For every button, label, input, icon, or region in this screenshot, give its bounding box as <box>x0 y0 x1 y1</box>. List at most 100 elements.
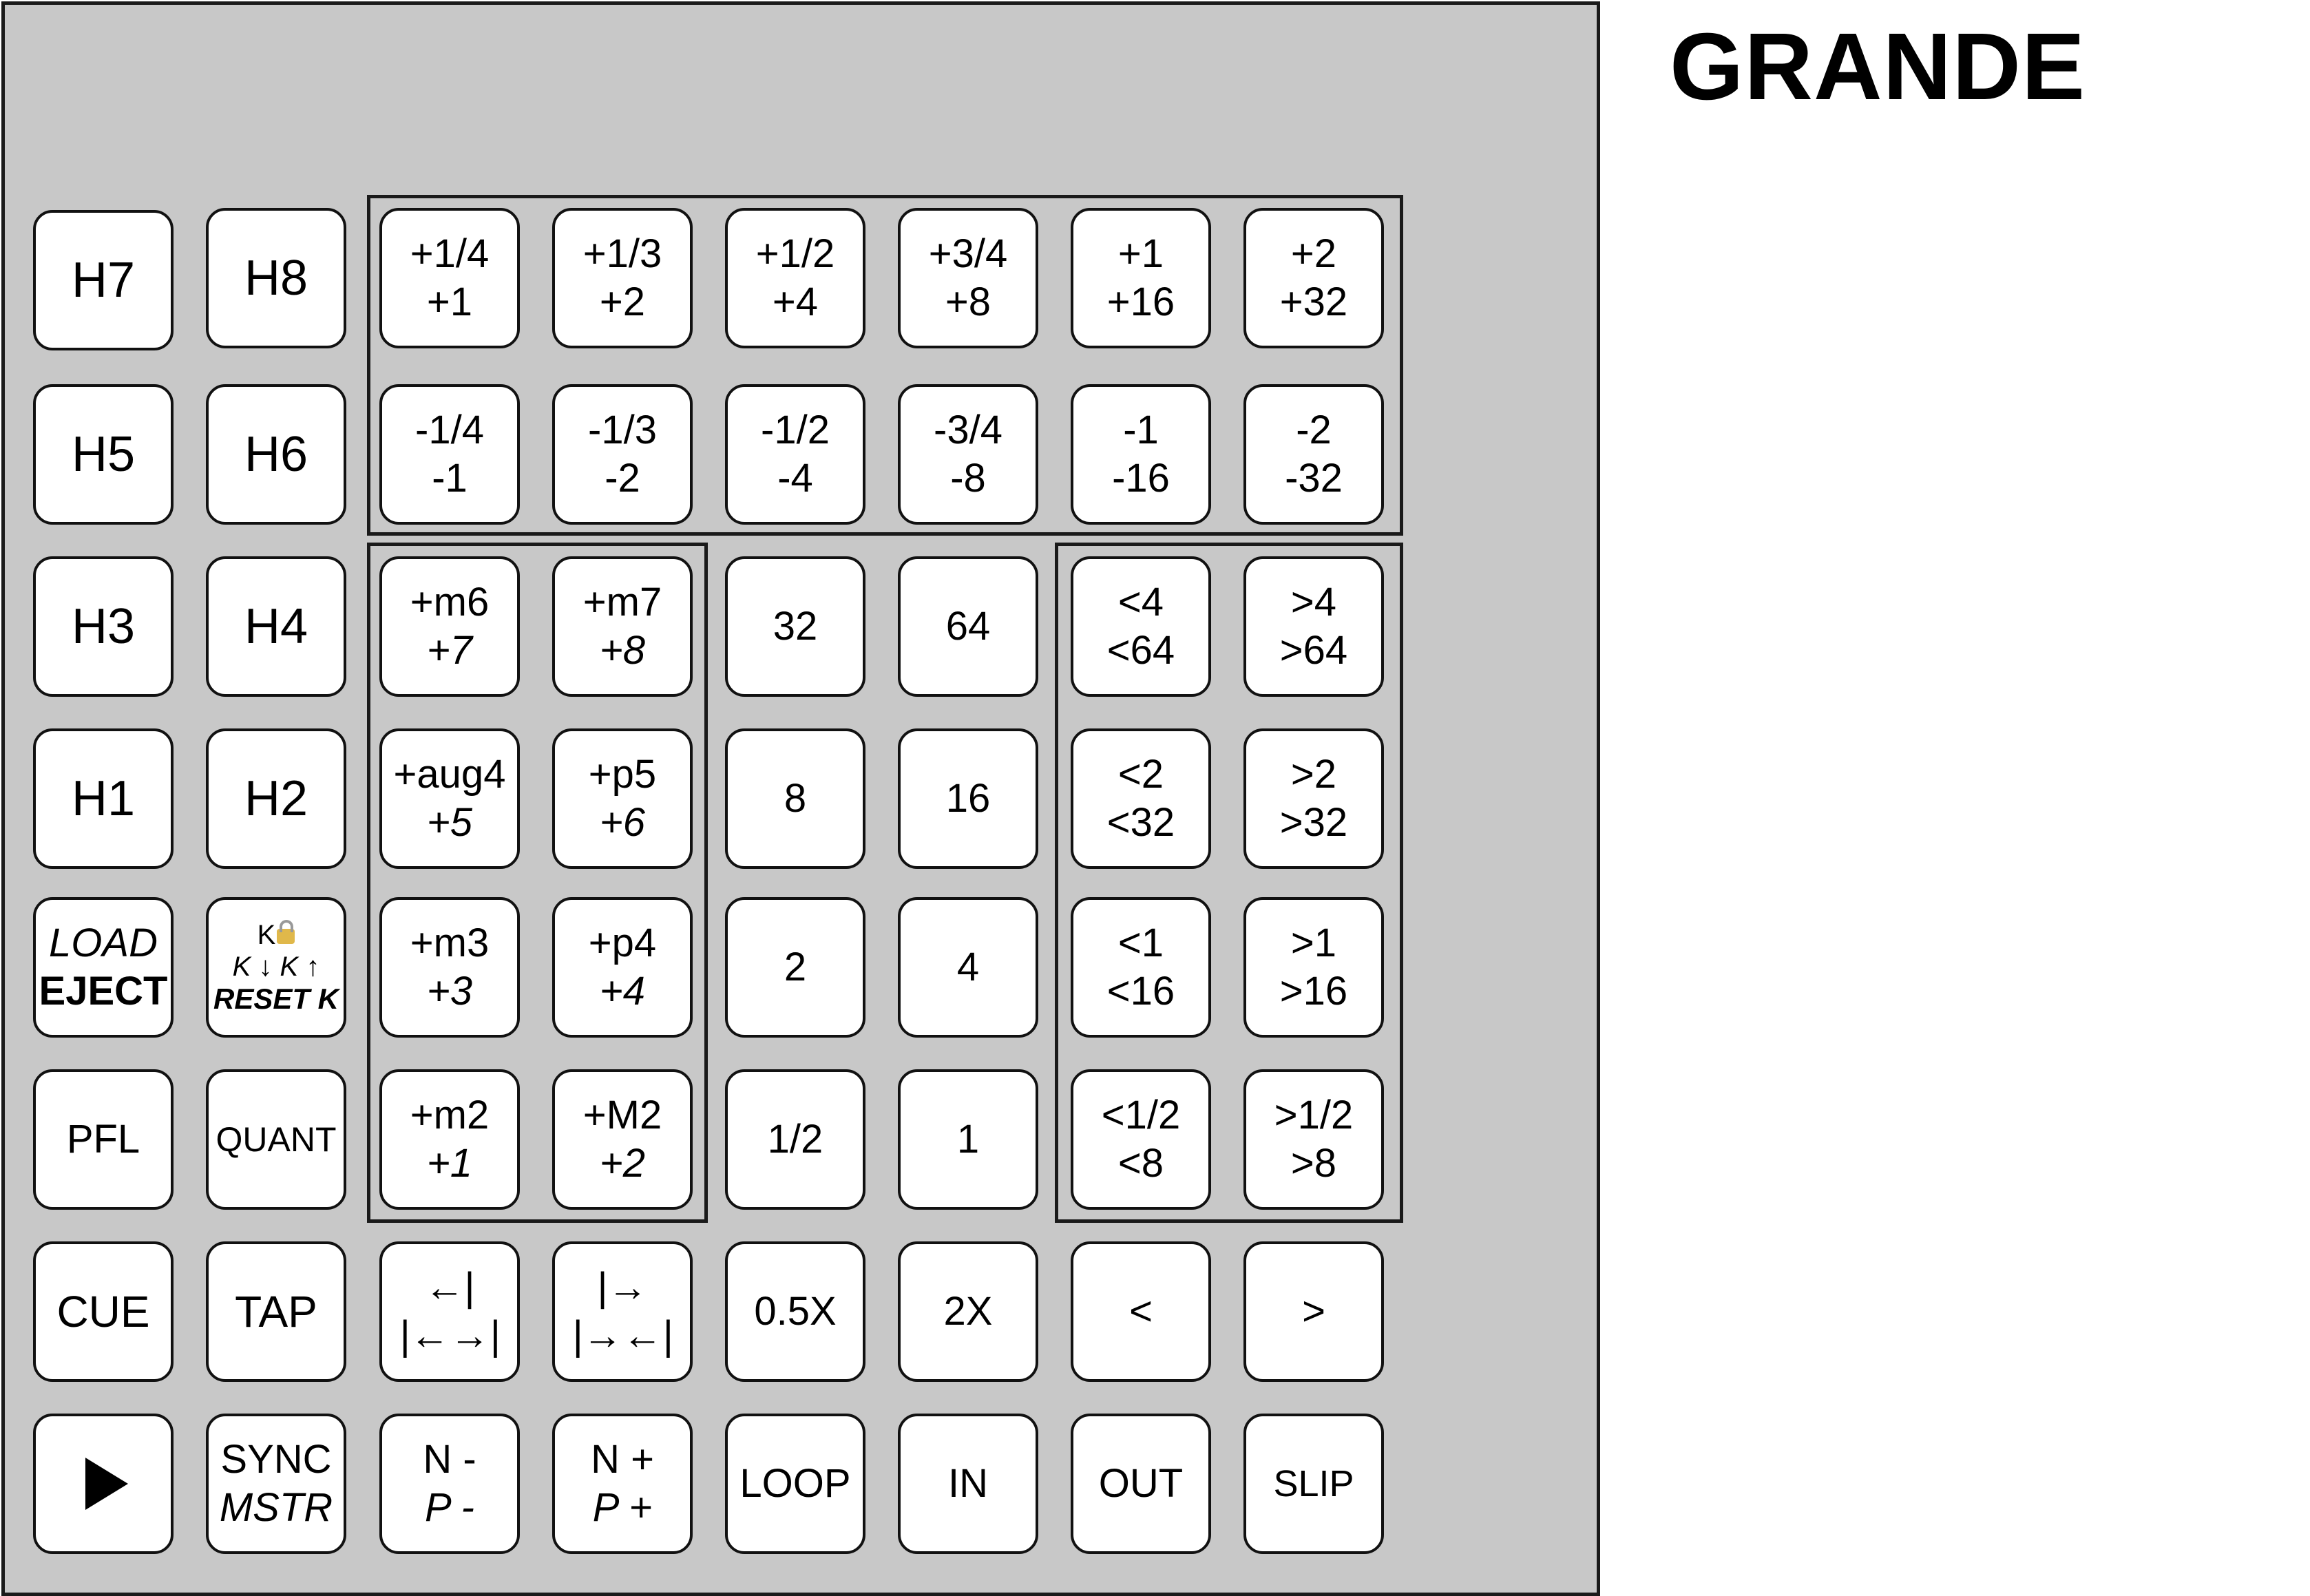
pitch-up-button[interactable]: +3/4+8 <box>898 208 1038 348</box>
play-button[interactable] <box>33 1414 174 1554</box>
beatjump-size-button-bottom-label: <32 <box>1106 800 1175 845</box>
loop-size-button[interactable]: 1 <box>898 1069 1038 1210</box>
beatjump-size-button[interactable]: >1>16 <box>1243 897 1384 1038</box>
pitch-up-button-top-label: +1/3 <box>582 231 662 276</box>
loop-move-forward-label: |→←| <box>571 1313 673 1358</box>
nudge-right-button[interactable]: > <box>1243 1241 1384 1382</box>
key-button[interactable]: K K ↓ K ↑ RESET K <box>206 897 346 1038</box>
beatjump-size-button-top-label: >1 <box>1290 921 1337 965</box>
pitch-down-button[interactable]: -1/4-1 <box>379 384 520 525</box>
loop-button[interactable]: LOOP <box>725 1414 865 1554</box>
pitch-up-button[interactable]: +1/2+4 <box>725 208 865 348</box>
pfl-label: PFL <box>66 1117 140 1162</box>
double-speed-button[interactable]: 2X <box>898 1241 1038 1382</box>
pitch-down-button[interactable]: -2-32 <box>1243 384 1384 525</box>
half-speed-button[interactable]: 0.5X <box>725 1241 865 1382</box>
beatjump-size-button-bottom-label: >64 <box>1279 628 1348 673</box>
beatjump-size-button[interactable]: >4>64 <box>1243 556 1384 697</box>
beatjump-forward-label: |→ <box>597 1265 648 1310</box>
pfl-button[interactable]: PFL <box>33 1069 174 1210</box>
loop-size-button[interactable]: 8 <box>725 728 865 869</box>
loop-out-button[interactable]: OUT <box>1071 1414 1211 1554</box>
interval-button-bottom-label: +8 <box>599 628 646 673</box>
interval-button-bottom-label: +7 <box>426 628 473 673</box>
interval-button[interactable]: +p5+6 <box>552 728 693 869</box>
beatjump-size-button[interactable]: <2<32 <box>1071 728 1211 869</box>
beatjump-size-button[interactable]: >1/2>8 <box>1243 1069 1384 1210</box>
quantize-button[interactable]: QUANT <box>206 1069 346 1210</box>
loop-size-button[interactable]: 4 <box>898 897 1038 1038</box>
hotcue-4-button[interactable]: H4 <box>206 556 346 697</box>
pitch-down-button-bottom-label: -2 <box>605 456 640 501</box>
loop-size-button-top-label: 16 <box>945 776 991 821</box>
interval-button-bottom-label: +4 <box>599 969 646 1014</box>
interval-button-top-label: +m7 <box>582 580 662 624</box>
beatjump-back-label: ←| <box>424 1265 475 1310</box>
beatjump-size-button[interactable]: <4<64 <box>1071 556 1211 697</box>
master-label: MSTR <box>219 1485 333 1530</box>
beatjump-forward-button[interactable]: |→ |→←| <box>552 1241 693 1382</box>
interval-button[interactable]: +m6+7 <box>379 556 520 697</box>
beatjump-back-button[interactable]: ←| |←→| <box>379 1241 520 1382</box>
hotcue-3-button[interactable]: H3 <box>33 556 174 697</box>
hotcue-7-button[interactable]: H7 <box>33 210 174 350</box>
half-speed-label: 0.5X <box>754 1289 837 1334</box>
interval-button[interactable]: +p4+4 <box>552 897 693 1038</box>
pitch-down-button[interactable]: -1/3-2 <box>552 384 693 525</box>
loop-size-button-top-label: 64 <box>945 604 991 649</box>
interval-button[interactable]: +m7+8 <box>552 556 693 697</box>
beatjump-size-button[interactable]: <1/2<8 <box>1071 1069 1211 1210</box>
interval-button-top-label: +m6 <box>410 580 490 624</box>
hotcue-6-button[interactable]: H6 <box>206 384 346 525</box>
quant-label: QUANT <box>216 1120 337 1159</box>
hotcue-5-button[interactable]: H5 <box>33 384 174 525</box>
beatjump-size-button-bottom-label: <16 <box>1106 969 1175 1014</box>
nudge-left-button[interactable]: < <box>1071 1241 1211 1382</box>
interval-button[interactable]: +aug4+5 <box>379 728 520 869</box>
loop-size-button[interactable]: 2 <box>725 897 865 1038</box>
hotcue-1-button[interactable]: H1 <box>33 728 174 869</box>
key-label: K <box>257 920 276 950</box>
eject-label: EJECT <box>39 969 168 1014</box>
nudge-minus-button[interactable]: N - P - <box>379 1414 520 1554</box>
hotcue-2-label: H2 <box>244 771 308 826</box>
beatjump-size-button-top-label: <2 <box>1117 752 1164 797</box>
interval-button[interactable]: +M2+2 <box>552 1069 693 1210</box>
loop-size-button[interactable]: 32 <box>725 556 865 697</box>
tap-button[interactable]: TAP <box>206 1241 346 1382</box>
pitch-down-button[interactable]: -1-16 <box>1071 384 1211 525</box>
sync-button[interactable]: SYNC MSTR <box>206 1414 346 1554</box>
nudge-minus-label: N - <box>423 1437 476 1482</box>
load-eject-button[interactable]: LOAD EJECT <box>33 897 174 1038</box>
pitch-up-button[interactable]: +1+16 <box>1071 208 1211 348</box>
cue-button[interactable]: CUE <box>33 1241 174 1382</box>
interval-button-top-label: +m2 <box>410 1093 490 1137</box>
interval-button[interactable]: +m2+1 <box>379 1069 520 1210</box>
hotcue-8-button[interactable]: H8 <box>206 208 346 348</box>
pitch-up-button[interactable]: +1/4+1 <box>379 208 520 348</box>
loop-size-button[interactable]: 64 <box>898 556 1038 697</box>
hotcue-2-button[interactable]: H2 <box>206 728 346 869</box>
pitch-down-button-top-label: -1 <box>1123 408 1159 452</box>
pitch-up-button-bottom-label: +8 <box>945 280 991 324</box>
slip-button[interactable]: SLIP <box>1243 1414 1384 1554</box>
loop-size-button[interactable]: 1/2 <box>725 1069 865 1210</box>
beatjump-size-button[interactable]: <1<16 <box>1071 897 1211 1038</box>
pitch-up-button[interactable]: +1/3+2 <box>552 208 693 348</box>
loop-size-button[interactable]: 16 <box>898 728 1038 869</box>
loop-in-button[interactable]: IN <box>898 1414 1038 1554</box>
load-label: LOAD <box>49 921 158 965</box>
pitch-up-button-bottom-label: +16 <box>1106 280 1175 324</box>
pitch-down-button-top-label: -3/4 <box>934 408 1002 452</box>
pitch-down-button-bottom-label: -1 <box>432 456 468 501</box>
beatjump-size-button[interactable]: >2>32 <box>1243 728 1384 869</box>
pitch-down-button[interactable]: -3/4-8 <box>898 384 1038 525</box>
loop-size-button-top-label: 4 <box>956 945 980 989</box>
pitch-up-button[interactable]: +2+32 <box>1243 208 1384 348</box>
beatjump-size-button-top-label: >4 <box>1290 580 1337 624</box>
nudge-plus-button[interactable]: N + P + <box>552 1414 693 1554</box>
pitch-down-button[interactable]: -1/2-4 <box>725 384 865 525</box>
interval-button[interactable]: +m3+3 <box>379 897 520 1038</box>
interval-group-box <box>367 543 708 1223</box>
pitch-down-button-top-label: -1/3 <box>588 408 657 452</box>
